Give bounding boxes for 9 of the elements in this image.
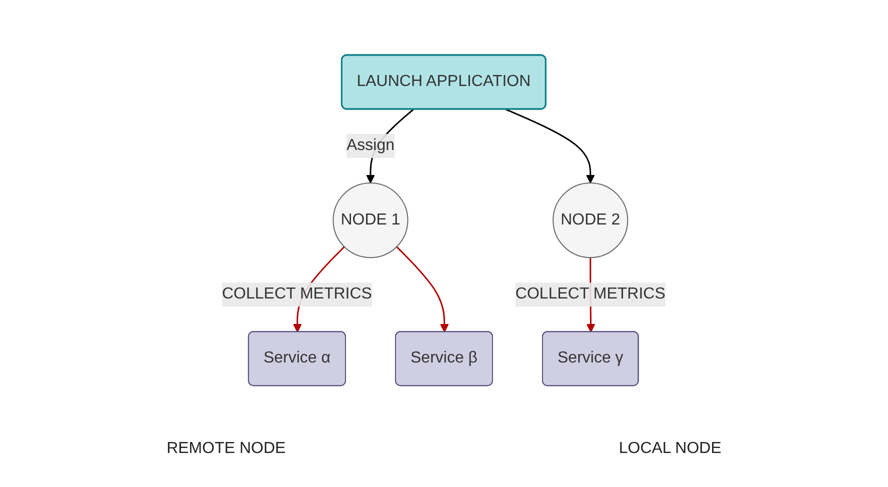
edge-label: COLLECT METRICS: [516, 285, 666, 302]
edge-label: Assign: [346, 136, 395, 154]
arrow: [396, 246, 450, 332]
edge-label: COLLECT METRICS: [222, 285, 372, 302]
node-circle: NODE 2: [552, 182, 628, 258]
node-caption: REMOTE NODE: [166, 440, 286, 458]
node-caption: LOCAL NODE: [618, 440, 722, 458]
node-circle: NODE 1: [333, 182, 409, 258]
arrow: [506, 108, 596, 184]
